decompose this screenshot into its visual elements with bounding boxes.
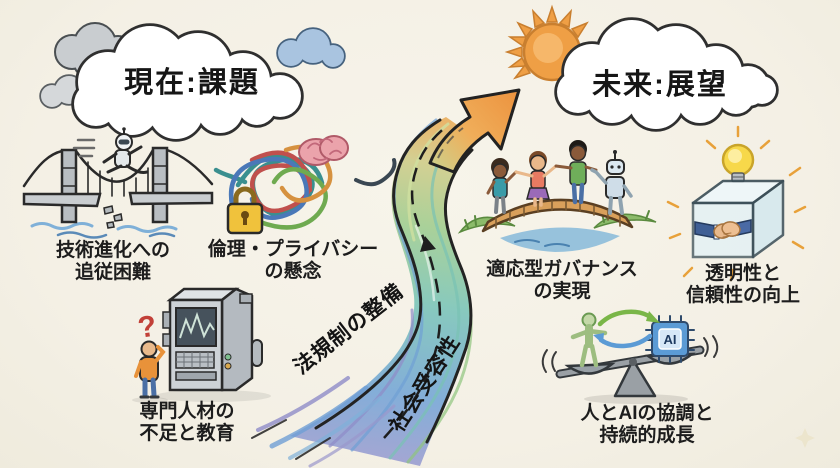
brain-icon [298,135,349,166]
caption-transparency-line1: 透明性と [704,263,782,284]
seesaw-icon: AI [541,309,719,404]
caption-harmony-line1: 人とAIの協調と [580,403,714,424]
people-bridge-icon [457,140,657,252]
caption-tech-line2: 追従困難 [74,262,152,283]
caption-governance-line2: の実現 [533,281,591,302]
present-cloud-icon [73,26,301,139]
caption-ethics-line1: 倫理・プライバシー [207,239,379,260]
future-cloud-icon [556,20,776,129]
lightbulb-icon [721,143,755,183]
caption-transparency-line2: 信頼性の向上 [685,285,801,306]
question-mark: ? [136,310,159,345]
blue-cloud-icon [276,27,346,69]
caption-transparency-outlook: 透明性と 信頼性の向上 [686,263,800,307]
future-arrow-icon [428,88,521,174]
man-figure [554,140,598,205]
ai-chip-label: AI [664,332,677,347]
caption-governance-line1: 適応型ガバナンス [486,259,638,280]
green-person-icon [570,312,608,368]
caption-ethics-challenge: 倫理・プライバシー の懸念 [208,239,379,283]
caption-talent-line2: 不足と教育 [139,423,235,444]
caption-harmony-line2: 持続的成長 [599,425,695,446]
woman-figure [514,151,558,207]
handshake-icon [694,219,752,240]
padlock-icon [226,186,264,235]
machine-icon [155,287,271,402]
river-arrow-icon [251,88,521,468]
caption-talent-line1: 専門人材の [139,401,235,422]
sparkle-icon [795,428,815,448]
ai-chip-icon: AI [645,315,695,363]
present-cloud-title: 現在:課題 [124,67,260,99]
future-cloud-title: 未来:展望 [592,69,728,101]
tangle-icon [213,135,397,235]
robot-runner-icon [72,127,149,174]
broken-bridge-icon [22,127,214,239]
sun-icon [504,4,589,82]
caption-ethics-line2: の懸念 [264,261,322,282]
caption-harmony-outlook: 人とAIの協調と 持続的成長 [580,403,713,447]
caption-tech-line1: 技術進化への [55,240,171,261]
child-figure [486,158,518,214]
cycle-arrows-icon [593,309,660,349]
caption-governance-outlook: 適応型ガバナンス の実現 [486,259,638,303]
glass-cube-icon [666,125,807,282]
confused-person-icon: ? [132,310,168,403]
walking-robot-icon [590,150,633,215]
caption-talent-challenge: 専門人材の 不足と教育 [139,401,234,445]
caption-tech-challenge: 技術進化への 追従困難 [56,240,170,284]
